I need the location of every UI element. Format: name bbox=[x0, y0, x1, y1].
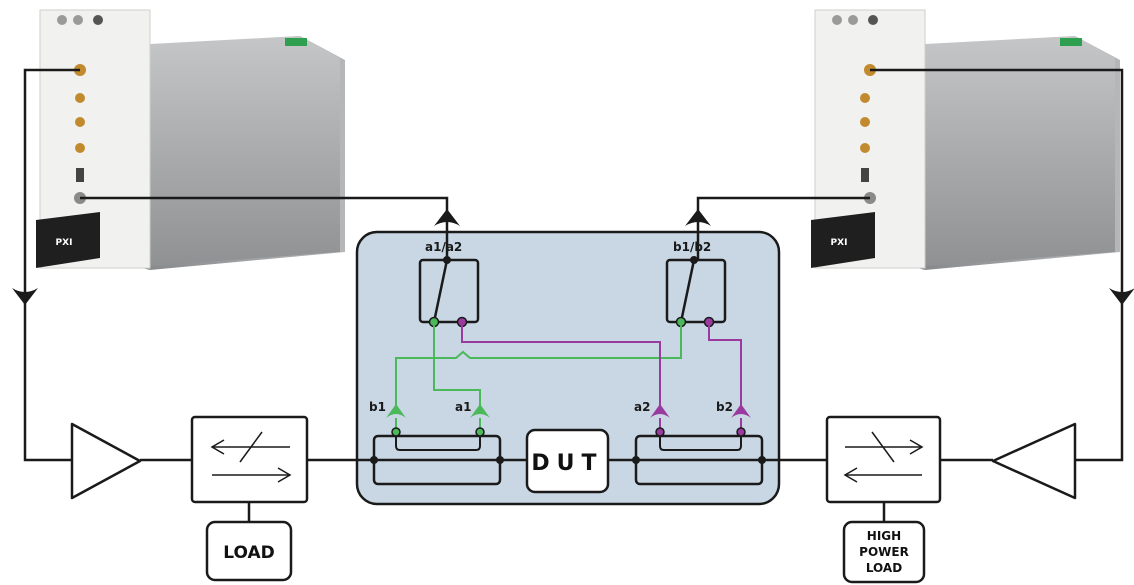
left-instrument-led bbox=[285, 38, 307, 46]
b2-port-arrow-icon bbox=[731, 404, 751, 418]
port-b1-label: b1 bbox=[369, 400, 386, 414]
right-source-wire bbox=[870, 68, 1124, 462]
port-a1-label: a1 bbox=[455, 400, 471, 414]
right-down-arrow-icon bbox=[1109, 288, 1134, 305]
left-pxi-instrument: PXI bbox=[36, 9, 345, 270]
hp-load-label-line3: LOAD bbox=[866, 561, 902, 575]
left-source-wire bbox=[23, 68, 80, 462]
a1-port-arrow-icon bbox=[470, 404, 490, 418]
left-panel-screw-icon bbox=[57, 15, 67, 25]
left-directional-coupler bbox=[370, 427, 504, 486]
right-pxi-instrument: PXI bbox=[811, 9, 1120, 270]
right-instrument-handle: PXI bbox=[811, 212, 875, 268]
left-isolator bbox=[190, 415, 309, 504]
right-panel-screw-icon bbox=[832, 15, 842, 25]
right-directional-coupler bbox=[632, 427, 766, 486]
right-panel-screw-icon bbox=[848, 15, 858, 25]
right-instrument-cover bbox=[925, 36, 1115, 266]
port-b2-label: b2 bbox=[716, 400, 733, 414]
green-path-b1 bbox=[395, 322, 682, 408]
right-amplifier-icon bbox=[991, 422, 1077, 500]
load-box: LOAD bbox=[205, 520, 293, 582]
left-instrument-handle: PXI bbox=[36, 212, 100, 268]
left-down-arrow-icon bbox=[12, 288, 38, 305]
left-pxi-brand-text: PXI bbox=[56, 238, 73, 248]
right-connector-icon bbox=[860, 143, 870, 153]
left-port-icon bbox=[76, 168, 84, 182]
hp-load-label-line1: HIGH bbox=[867, 529, 901, 543]
right-panel-screw-icon bbox=[868, 15, 878, 25]
left-panel-screw-icon bbox=[73, 15, 83, 25]
dut-label: DUT bbox=[531, 451, 603, 476]
signal-wiring bbox=[23, 68, 1124, 522]
switch-b1-b2-label: b1/b2 bbox=[673, 240, 711, 254]
purple-path-b2 bbox=[708, 322, 742, 408]
left-connector-icon bbox=[75, 117, 85, 127]
left-up-arrow-icon bbox=[434, 209, 460, 226]
port-a2-label: a2 bbox=[634, 400, 650, 414]
left-connector-icon bbox=[75, 93, 85, 103]
right-instrument-led bbox=[1060, 38, 1082, 46]
right-up-arrow-icon bbox=[685, 209, 711, 226]
b1-port-arrow-icon bbox=[386, 404, 406, 418]
switch-a1-a2-label: a1/a2 bbox=[425, 240, 462, 254]
purple-path-a2 bbox=[461, 322, 661, 408]
hp-load-label-line2: POWER bbox=[859, 545, 909, 559]
a2-port-arrow-icon bbox=[650, 404, 670, 418]
right-connector-icon bbox=[860, 117, 870, 127]
left-panel-screw-icon bbox=[93, 15, 103, 25]
left-amplifier-icon bbox=[70, 422, 142, 500]
right-port-icon bbox=[861, 168, 869, 182]
right-isolator bbox=[825, 415, 942, 504]
green-path-a1 bbox=[433, 322, 481, 408]
right-pxi-brand-text: PXI bbox=[831, 238, 848, 248]
coupled-signal-paths bbox=[395, 322, 742, 408]
load-label: LOAD bbox=[223, 543, 275, 563]
left-connector-icon bbox=[75, 143, 85, 153]
right-connector-icon bbox=[860, 93, 870, 103]
dut-box: DUT bbox=[525, 428, 610, 494]
left-instrument-cover bbox=[150, 36, 340, 266]
high-power-load-box: HIGH POWER LOAD bbox=[842, 520, 926, 584]
